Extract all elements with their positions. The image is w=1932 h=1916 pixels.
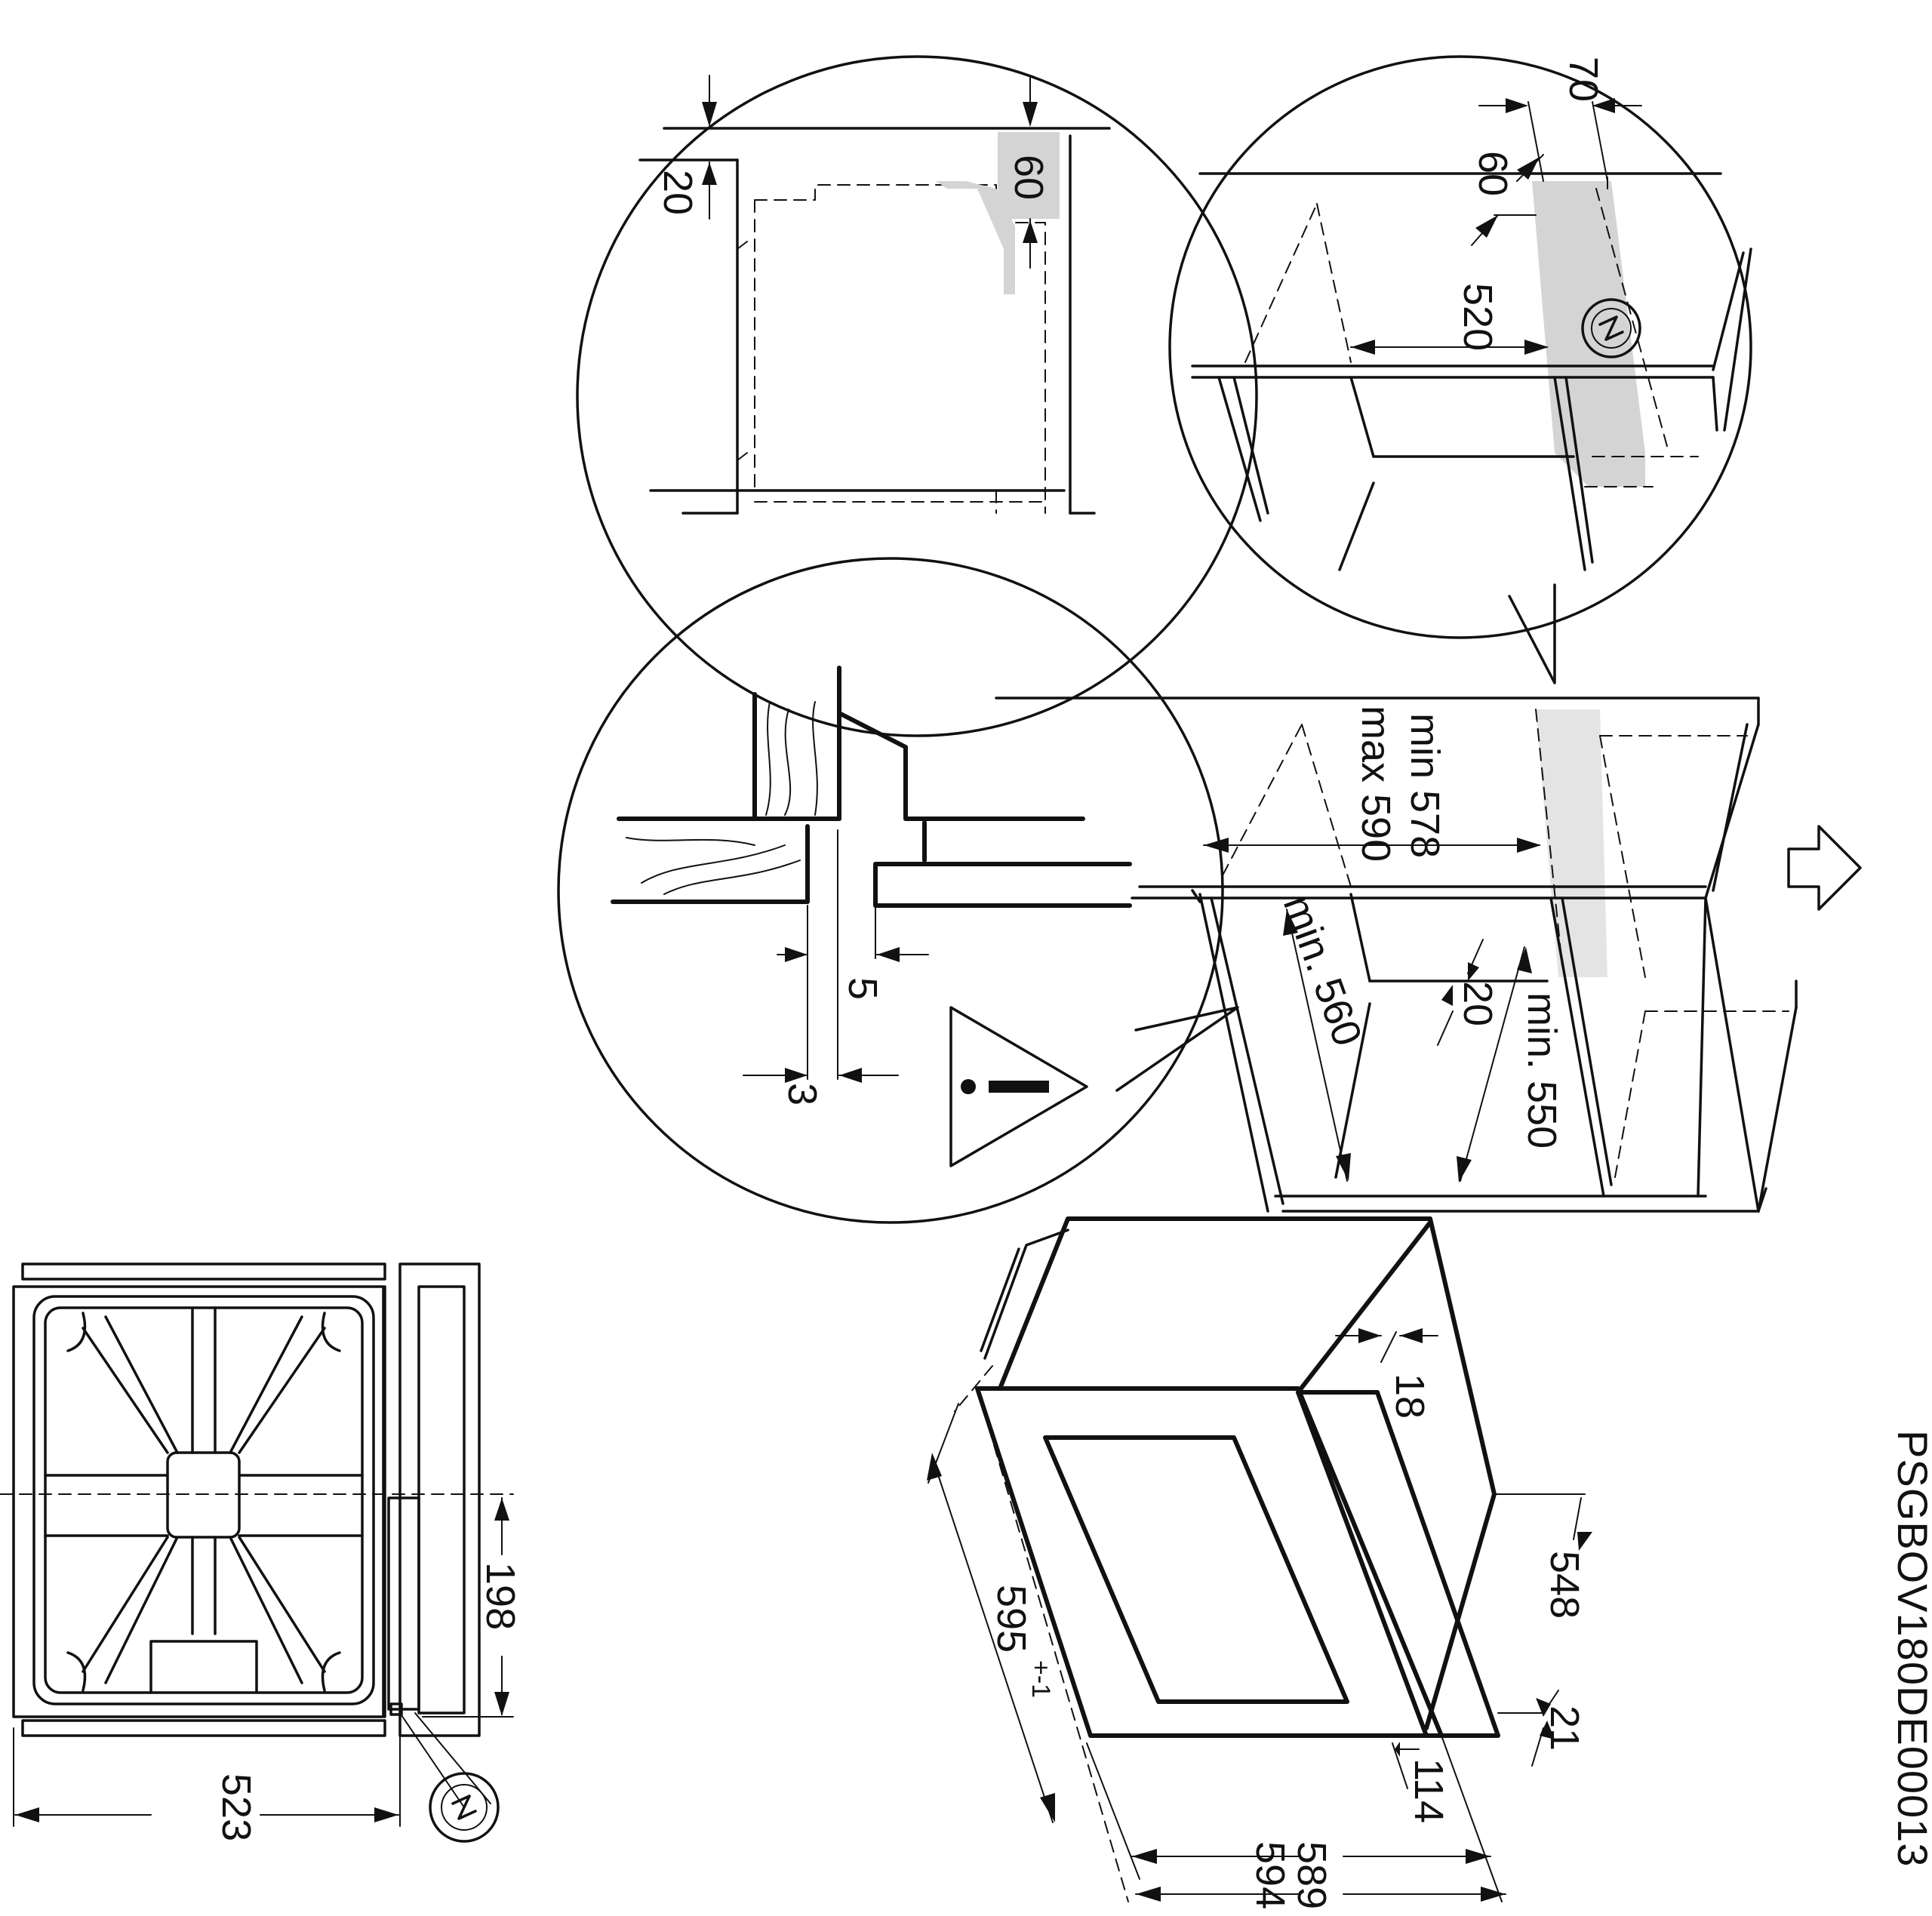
dim-595-tolerance: +-1 bbox=[1026, 1660, 1055, 1698]
dim-5: 5 bbox=[840, 977, 885, 1000]
dim-60-top-left: 60 bbox=[1006, 155, 1051, 200]
clearance-zone-60 bbox=[998, 132, 1060, 219]
dim-min-550: min. 550 bbox=[1519, 992, 1564, 1149]
detail-circle-top-left: 60 20 bbox=[576, 55, 1258, 737]
dim-20-cabinet: 20 bbox=[1455, 981, 1500, 1026]
detail-circle-middle: 5 3 bbox=[557, 557, 1239, 1224]
dim-594: 594 bbox=[1247, 1841, 1293, 1909]
dim-3: 3 bbox=[780, 1083, 825, 1106]
electric-connection-icon bbox=[1581, 298, 1641, 358]
dim-198: 198 bbox=[478, 1562, 523, 1630]
dim-21: 21 bbox=[1542, 1705, 1587, 1751]
dim-589: 589 bbox=[1289, 1841, 1334, 1909]
dim-20-top-left: 20 bbox=[655, 170, 700, 215]
dim-548: 548 bbox=[1542, 1551, 1587, 1619]
oven-perspective: 18 548 21 114 589 594 595 +-1 bbox=[927, 1216, 1592, 1909]
kitchen-cabinet: min 578 max 590 min. 560 20 min. 550 bbox=[995, 697, 1862, 1213]
dim-595: 595 bbox=[989, 1585, 1034, 1653]
dim-18: 18 bbox=[1387, 1373, 1432, 1419]
oven-top-view: 198 523 bbox=[0, 1262, 523, 1843]
drawing-code: PSGBOV180DE00013 bbox=[1889, 1430, 1932, 1867]
warning-icon bbox=[949, 1006, 1088, 1167]
electric-connection-icon bbox=[429, 1772, 500, 1843]
dim-523: 523 bbox=[214, 1773, 259, 1841]
detail-circle-top-right: 70 60 520 bbox=[936, 55, 1752, 684]
dim-60-top-right: 60 bbox=[1470, 151, 1515, 196]
dim-max-590: max 590 bbox=[1353, 706, 1398, 862]
clearance-zone-right bbox=[936, 181, 1015, 294]
dim-520-top-right: 520 bbox=[1455, 283, 1500, 351]
airflow-arrow-icon bbox=[1787, 825, 1862, 911]
dim-70-top-right: 70 bbox=[1561, 57, 1606, 102]
dim-114: 114 bbox=[1406, 1758, 1451, 1823]
dim-min-578: min 578 bbox=[1402, 713, 1447, 858]
